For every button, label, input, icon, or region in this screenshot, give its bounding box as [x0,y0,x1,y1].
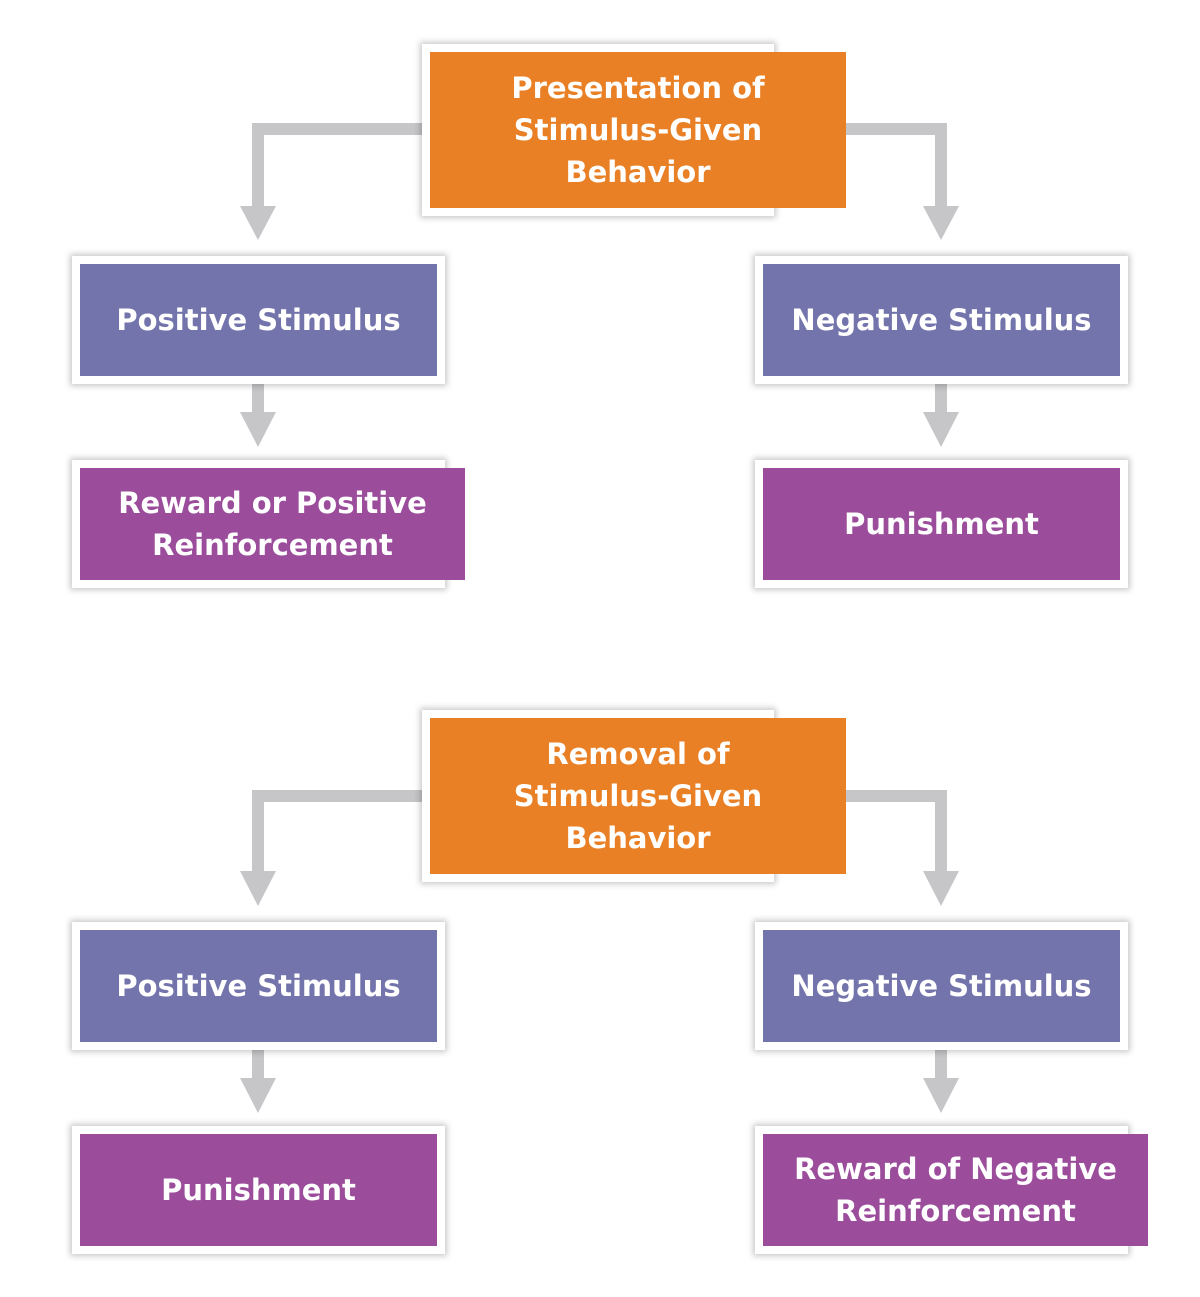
reward-negative-reinforcement-node: Reward of Negative Reinforcement [755,1126,1148,1254]
stimulus-node-label: Positive Stimulus [80,264,437,376]
connector-root2-left [252,790,424,873]
stimulus-node-label: Negative Stimulus [763,930,1120,1042]
outcome-node-label: Reward or Positive Reinforcement [80,468,465,580]
connector-root1-left [252,123,424,208]
root-node-presentation: Presentation of Stimulus-Given Behavior [422,44,846,216]
outcome-node-label: Reward of Negative Reinforcement [763,1134,1148,1246]
punishment-node: Punishment [755,460,1128,588]
root-node-label: Removal of Stimulus-Given Behavior [430,718,846,874]
stimulus-node-label: Negative Stimulus [763,264,1120,376]
outcome-node-label: Punishment [80,1134,437,1246]
stimulus-node-label: Positive Stimulus [80,930,437,1042]
negative-stimulus-node: Negative Stimulus [755,256,1128,384]
negative-stimulus-node: Negative Stimulus [755,922,1128,1050]
arrowhead-icon [240,206,276,240]
arrowhead-icon [923,1078,959,1113]
reward-positive-reinforcement-node: Reward or Positive Reinforcement [72,460,465,588]
arrowhead-icon [240,1078,276,1113]
punishment-node: Punishment [72,1126,445,1254]
arrowhead-icon [923,206,959,240]
root-node-removal: Removal of Stimulus-Given Behavior [422,710,846,882]
arrowhead-icon [923,871,959,906]
arrowhead-icon [240,871,276,906]
arrowhead-icon [923,412,959,447]
positive-stimulus-node: Positive Stimulus [72,256,445,384]
arrowhead-icon [240,412,276,447]
root-node-label: Presentation of Stimulus-Given Behavior [430,52,846,208]
outcome-node-label: Punishment [763,468,1120,580]
positive-stimulus-node: Positive Stimulus [72,922,445,1050]
